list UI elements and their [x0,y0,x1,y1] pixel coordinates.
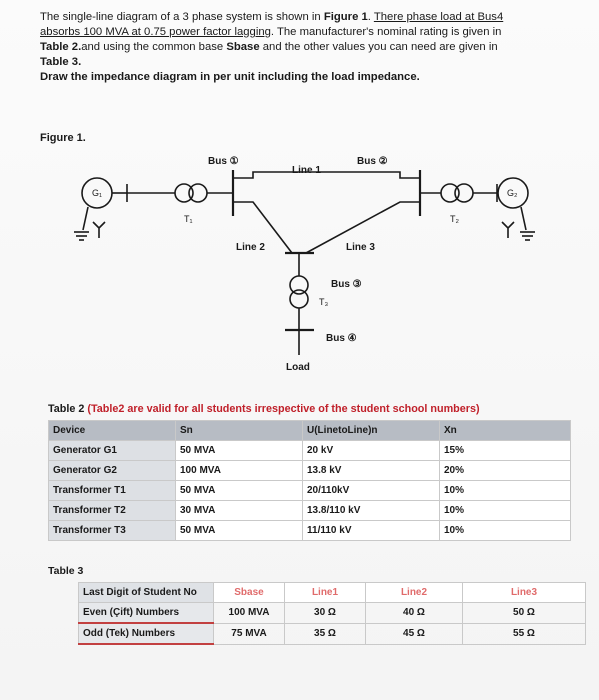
bus-4-label: Bus ④ [326,333,357,344]
table-cell: 35 Ω [284,622,366,645]
table-cell: 30 MVA [175,500,303,521]
problem-text: . The manufacturer's nominal rating is g… [270,26,502,38]
table-cell: 50 MVA [175,480,303,501]
problem-text: The single-line diagram of a 3 phase sys… [40,11,324,23]
load-statement: absorbs 100 MVA at 0.75 power factor lag… [40,26,271,38]
table-row: Transformer T2 30 MVA 13.8/110 kV 10% [48,500,571,521]
t1-label: T₁ [184,214,193,224]
figure-ref: Figure 1 [323,11,368,23]
bus-3-label: Bus ③ [331,279,362,290]
wye-icon [501,221,515,238]
transformer-t3-winding [289,289,309,309]
table-cell: 50 Ω [462,602,586,624]
table-header-cell: Sbase [213,582,285,603]
table-cell: 100 MVA [213,602,285,624]
t2-label: T₂ [450,214,459,224]
table-row: Even (Çift) Numbers 100 MVA 30 Ω 40 Ω 50… [78,602,586,624]
table-header-cell: Sn [175,420,303,441]
line-3-label: Line 3 [346,242,375,253]
problem-statement: The single-line diagram of a 3 phase sys… [40,10,585,85]
table-header-cell: Last Digit of Student No [78,582,214,603]
table-header-cell: Line1 [284,582,366,603]
table-cell: 100 MVA [175,460,303,481]
table-cell: 10% [439,480,571,501]
table-cell: 40 Ω [365,602,463,624]
transformer-t1-winding [174,183,194,203]
table-cell: 15% [439,440,571,461]
line-1-label: Line 1 [292,165,321,176]
t3-label: T₃ [319,297,328,307]
line-3-conductor [305,201,420,254]
line-1-conductor [233,171,420,179]
figure-label: Figure 1. [40,132,86,144]
transformer-t1-winding [188,183,208,203]
problem-text: and the other values you can need are gi… [259,41,498,53]
table-row-header: Device Sn U(LinetoLine)n Xn [48,420,571,441]
table-cell: 20% [439,460,571,481]
table-cell: 11/110 kV [302,520,440,541]
table-row: Generator G1 50 MVA 20 kV 15% [48,440,571,461]
table-cell: 20/110kV [302,480,440,501]
table-cell: 55 Ω [462,622,586,645]
table-row: Transformer T1 50 MVA 20/110kV 10% [48,480,571,501]
table-cell: 75 MVA [213,622,285,645]
table-row: Odd (Tek) Numbers 75 MVA 35 Ω 45 Ω 55 Ω [78,622,586,645]
table-3: Last Digit of Student No Sbase Line1 Lin… [78,582,586,645]
transformer-t2-winding [440,183,460,203]
table-ref: Table 2. [40,41,82,53]
table-cell: Even (Çift) Numbers [78,602,214,624]
table-header-cell: U(LinetoLine)n [302,420,440,441]
table-cell: 50 MVA [175,520,303,541]
task-statement: Draw the impedance diagram in per unit i… [40,71,420,83]
table-cell: 13.8/110 kV [302,500,440,521]
table-row-header: Last Digit of Student No Sbase Line1 Lin… [78,582,586,603]
problem-text: and using the common base [81,41,227,53]
g1-label: G₁ [92,188,102,198]
line-2-conductor [233,201,293,254]
load-label: Load [286,362,310,373]
ground-lead [520,206,527,231]
table-2-caption: Table 2 (Table2 are valid for all studen… [48,403,480,415]
table-cell: Odd (Tek) Numbers [78,622,214,645]
table-cell: Transformer T3 [48,520,176,541]
table-header-cell: Device [48,420,176,441]
wye-icon [92,221,106,238]
table-3-caption: Table 3 [48,565,84,577]
table-2-title: Table 2 [48,403,85,415]
table-cell: 10% [439,520,571,541]
table-cell: Transformer T1 [48,480,176,501]
table-cell: 20 kV [302,440,440,461]
sbase-ref: Sbase [226,41,260,53]
table-cell: Generator G2 [48,460,176,481]
table-cell: 13.8 kV [302,460,440,481]
table-cell: Generator G1 [48,440,176,461]
table-ref: Table 3. [40,56,82,68]
transformer-t2-winding [454,183,474,203]
table-cell: 50 MVA [175,440,303,461]
table-header-cell: Xn [439,420,571,441]
generator-g2-symbol [497,177,529,209]
problem-text: . [367,11,374,23]
ground-lead [82,206,89,231]
line-2-label: Line 2 [236,242,265,253]
table-row: Transformer T3 50 MVA 11/110 kV 10% [48,520,571,541]
table-2: Device Sn U(LinetoLine)n Xn Generator G1… [48,420,571,541]
table-header-cell: Line3 [462,582,586,603]
bus-1-label: Bus ① [208,156,239,167]
single-line-diagram: Bus ① Line 1 Bus ② Line 2 Line 3 Bus ③ B… [74,156,535,373]
table-cell: Transformer T2 [48,500,176,521]
bus-2-label: Bus ② [357,156,388,167]
table-cell: 30 Ω [284,602,366,624]
load-statement: There phase load at Bus4 [373,11,504,23]
g2-label: G₂ [507,188,518,198]
table-2-note: (Table2 are valid for all students irres… [84,403,480,415]
table-cell: 45 Ω [365,622,463,645]
table-cell: 10% [439,500,571,521]
transformer-t3-winding [289,275,309,295]
table-header-cell: Line2 [365,582,463,603]
table-row: Generator G2 100 MVA 13.8 kV 20% [48,460,571,481]
